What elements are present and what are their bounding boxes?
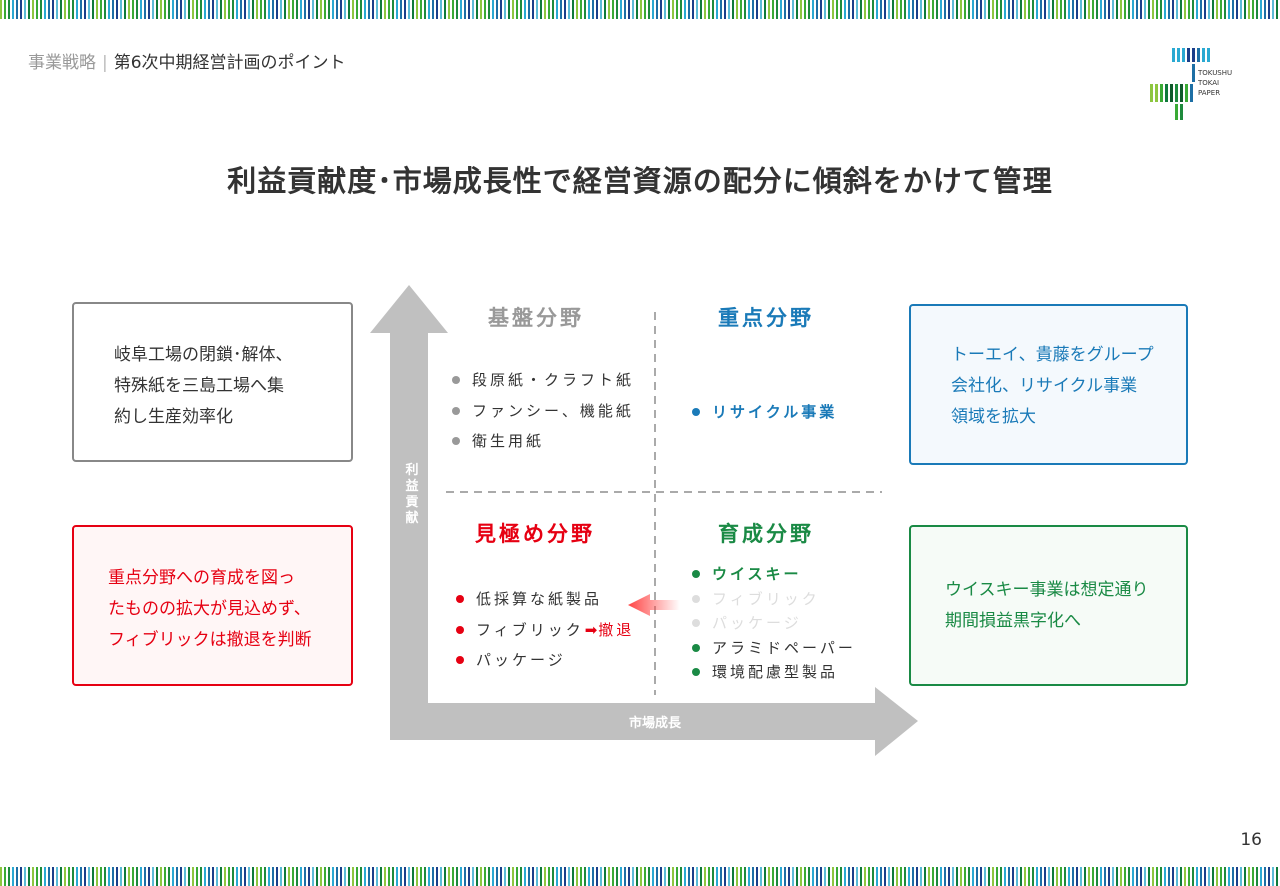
bullet-icon [452,406,460,415]
item-label: 環境配慮型製品 [712,663,839,681]
list-item: 環境配慮型製品 [692,660,856,685]
list-item: フィブリック➡撤退 [456,615,634,646]
list-item: リサイクル事業 [692,397,837,428]
page-title: 第6次中期経営計画のポイント [113,53,346,73]
list-item: 低採算な紙製品 [456,584,634,615]
item-label: 低採算な紙製品 [476,590,603,608]
bullet-icon [452,376,460,385]
withdraw-label: 撤退 [598,620,635,639]
quadrant-focus-title: 重点分野 [718,306,814,330]
list-item: パッケージ [692,611,856,636]
item-label: フィブリック [476,620,584,639]
item-label: ファンシー、機能紙 [472,401,634,420]
item-label: パッケージ [712,614,802,632]
note-bottom-right: ウイスキー事業は想定通り期間損益黒字化へ [909,525,1188,686]
bullet-icon [692,643,700,652]
bullet-icon [456,656,464,665]
right-arrow-icon: ➡ [584,620,598,639]
page-number: 16 [1240,830,1262,850]
bullet-icon [692,570,700,579]
list-item: ファンシー、機能紙 [452,396,634,427]
x-axis-label: 市場成長 [628,716,681,731]
logo-text: TOKUSHU TOKAI PAPER [1198,68,1232,98]
quadrant-develop-list: ウイスキー フィブリック パッケージ アラミドペーパー 環境配慮型製品 [692,562,856,685]
note-line: たものの拡大が見込めず、 [108,599,311,619]
logo-line: TOKAI [1198,79,1220,87]
bullet-icon [692,594,700,603]
company-logo: TOKUSHU TOKAI PAPER [1150,48,1232,120]
quadrant-evaluate-list: 低採算な紙製品 フィブリック➡撤退 パッケージ [456,584,634,676]
note-line: 会社化、リサイクル事業 [951,376,1138,396]
list-item: 衛生用紙 [452,426,634,457]
list-item: アラミドペーパー [692,636,856,661]
bullet-icon [456,595,464,604]
list-item: ウイスキー [692,562,856,587]
bottom-stripe [0,867,1280,886]
note-line: 約し生産効率化 [114,407,233,427]
note-line: 特殊紙を三島工場へ集 [114,376,284,396]
list-item: パッケージ [456,645,634,676]
note-line: 領域を拡大 [951,407,1036,427]
bullet-icon [456,625,464,634]
y-axis-label: 利益貢献 [405,463,419,526]
note-line: 岐阜工場の閉鎖･解体、 [114,345,293,365]
note-line: 期間損益黒字化へ [945,611,1081,631]
note-bottom-left: 重点分野への育成を図ったものの拡大が見込めず、フィブリックは撤退を判断 [72,525,353,686]
quadrant-focus-list: リサイクル事業 [692,397,837,428]
top-stripe [0,0,1280,19]
item-label: 衛生用紙 [472,432,545,450]
item-label: ウイスキー [712,565,802,583]
item-label: フィブリック [712,589,820,608]
bullet-icon [692,619,700,628]
separator: | [102,53,108,73]
quadrant-develop-title: 育成分野 [718,522,814,546]
note-top-left: 岐阜工場の閉鎖･解体、特殊紙を三島工場へ集約し生産効率化 [72,302,353,462]
move-arrow [628,594,680,616]
bullet-icon [692,668,700,677]
item-label: リサイクル事業 [712,403,838,421]
logo-line: TOKUSHU [1198,69,1233,77]
note-line: フィブリックは撤退を判断 [108,630,312,650]
main-title: 利益貢献度･市場成長性で経営資源の配分に傾斜をかけて管理 [227,164,1053,198]
bullet-icon [692,408,700,417]
breadcrumb: 事業戦略 |第6次中期経営計画のポイント [28,48,346,73]
list-item: 段原紙・クラフト紙 [452,365,634,396]
list-item: フィブリック [692,587,856,612]
x-axis-arrow [390,687,918,756]
note-line: ウイスキー事業は想定通り [945,580,1149,600]
quadrant-evaluate-title: 見極め分野 [475,522,595,546]
note-line: トーエイ、貴藤をグループ [951,345,1154,365]
item-label: 段原紙・クラフト紙 [472,371,635,389]
quadrant-base-title: 基盤分野 [488,306,584,330]
item-label: パッケージ [476,651,566,669]
note-line: 重点分野への育成を図っ [108,568,295,588]
bullet-icon [452,437,460,446]
quadrant-base-list: 段原紙・クラフト紙 ファンシー、機能紙 衛生用紙 [452,365,634,457]
logo-line: PAPER [1198,89,1221,97]
item-label: アラミドペーパー [712,638,856,657]
y-axis-arrow [370,285,448,740]
note-top-right: トーエイ、貴藤をグループ会社化、リサイクル事業領域を拡大 [909,304,1188,465]
section-label: 事業戦略 [28,53,96,73]
